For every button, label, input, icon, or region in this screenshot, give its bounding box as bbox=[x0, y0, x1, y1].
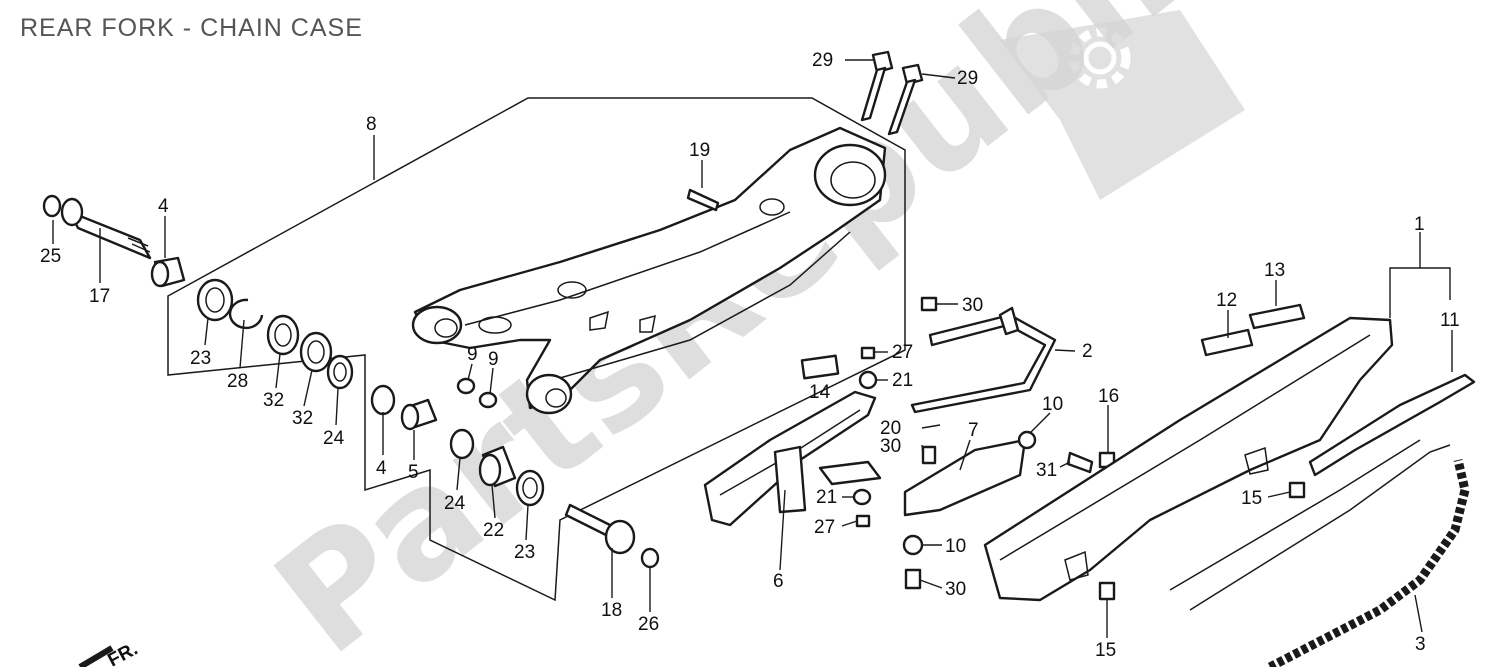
drive-chain bbox=[1169, 439, 1470, 667]
callout-9-left: 9 bbox=[467, 344, 478, 365]
watermark: PartsRepublik bbox=[245, 0, 1287, 667]
seal-lower-right bbox=[515, 469, 545, 507]
callout-28: 28 bbox=[227, 371, 248, 392]
callout-22: 22 bbox=[483, 520, 504, 541]
callout-3: 3 bbox=[1415, 634, 1426, 655]
callout-20: 20 bbox=[880, 418, 901, 439]
bearing-lower bbox=[478, 445, 517, 488]
dust-seal bbox=[196, 278, 234, 322]
callout-13: 13 bbox=[1264, 260, 1285, 281]
callout-14: 14 bbox=[809, 382, 831, 403]
callout-26: 26 bbox=[638, 614, 659, 635]
callout-11: 11 bbox=[1440, 310, 1460, 331]
callout-32-left: 32 bbox=[263, 390, 284, 411]
callout-7: 7 bbox=[968, 420, 979, 441]
callout-labels: 8 4 25 17 23 28 32 32 24 4 5 24 22 23 9 … bbox=[40, 50, 1460, 661]
callout-29-left: 29 bbox=[812, 50, 833, 71]
callout-24-lower: 24 bbox=[444, 493, 466, 514]
callout-5: 5 bbox=[408, 462, 419, 483]
circlip bbox=[228, 298, 264, 330]
callout-23-lower: 23 bbox=[514, 542, 535, 563]
decal-13 bbox=[1248, 303, 1306, 330]
swing-arm-frame bbox=[167, 97, 906, 602]
callout-4: 4 bbox=[158, 196, 169, 217]
callout-4-inner: 4 bbox=[376, 458, 387, 479]
nut-21-lower bbox=[852, 488, 872, 506]
bolt-30-lower bbox=[904, 568, 922, 590]
nut-21-upper bbox=[858, 370, 878, 390]
bolt-upper-right bbox=[887, 63, 924, 136]
bolt-15-lower bbox=[1098, 581, 1116, 601]
callout-10-mid: 10 bbox=[1042, 394, 1063, 415]
callout-25: 25 bbox=[40, 246, 61, 267]
callout-8: 8 bbox=[366, 114, 377, 135]
stud bbox=[686, 188, 720, 212]
callout-2: 2 bbox=[1082, 341, 1093, 362]
decal-14 bbox=[800, 354, 840, 380]
callout-9-right: 9 bbox=[488, 349, 499, 370]
chain-guide bbox=[903, 438, 1027, 517]
front-direction-mark: FR. bbox=[78, 639, 141, 667]
pivot-bolt bbox=[42, 194, 152, 260]
swing-arm bbox=[411, 126, 887, 415]
callout-12: 12 bbox=[1216, 290, 1237, 311]
needle-bearing-left bbox=[266, 314, 300, 356]
page-title: REAR FORK - CHAIN CASE bbox=[20, 14, 363, 42]
callout-30-lower: 30 bbox=[945, 579, 966, 600]
callout-1: 1 bbox=[1414, 214, 1425, 235]
bolt-30-upper bbox=[920, 296, 938, 312]
callout-17: 17 bbox=[89, 286, 110, 307]
callout-24: 24 bbox=[323, 428, 345, 449]
bolt-30-mid bbox=[921, 445, 937, 465]
callout-6: 6 bbox=[773, 571, 784, 592]
callout-30-upper: 30 bbox=[962, 295, 983, 316]
bolt-27-upper bbox=[860, 346, 876, 360]
chain-case bbox=[983, 316, 1394, 602]
washer-left bbox=[456, 377, 476, 395]
callout-27-upper: 27 bbox=[892, 342, 913, 363]
adjuster-bolt bbox=[564, 503, 660, 569]
leader-lines bbox=[52, 59, 1453, 638]
callout-15-lower: 15 bbox=[1095, 640, 1116, 661]
callout-23: 23 bbox=[190, 348, 211, 369]
callout-29-right: 29 bbox=[957, 68, 978, 89]
watermark-gear-icon bbox=[1069, 27, 1131, 89]
chain-slider bbox=[703, 390, 882, 527]
chain-case-slider bbox=[1308, 373, 1476, 477]
decal-12 bbox=[1200, 328, 1254, 357]
collar-inner bbox=[370, 384, 396, 416]
callout-18: 18 bbox=[601, 600, 622, 621]
callout-10-lower: 10 bbox=[945, 536, 966, 557]
callout-16: 16 bbox=[1098, 386, 1119, 407]
nut-10-mid bbox=[1017, 430, 1037, 450]
chain-guide-bracket bbox=[910, 306, 1057, 414]
callout-30-mid: 30 bbox=[880, 436, 901, 457]
callout-27-lower: 27 bbox=[814, 517, 835, 538]
callout-31: 31 bbox=[1036, 460, 1057, 481]
bolt-15-upper bbox=[1288, 481, 1306, 499]
direction-mark-label: FR. bbox=[104, 639, 141, 667]
nut-10-lower bbox=[902, 534, 924, 556]
bushing bbox=[400, 398, 438, 431]
seal-inner bbox=[326, 354, 354, 390]
bolt-27-lower bbox=[855, 514, 871, 528]
collar bbox=[150, 256, 186, 288]
callout-15-upper: 15 bbox=[1241, 488, 1262, 509]
watermark-banner bbox=[1000, 10, 1245, 200]
callout-19: 19 bbox=[689, 140, 710, 161]
callout-21-upper: 21 bbox=[892, 370, 913, 391]
bolt-upper-left bbox=[860, 50, 894, 122]
washer-right bbox=[478, 391, 498, 409]
seal-lower bbox=[449, 428, 475, 460]
callout-21-lower: 21 bbox=[816, 487, 837, 508]
callout-32-right: 32 bbox=[292, 408, 313, 429]
bolt-31 bbox=[1066, 451, 1094, 474]
needle-bearing-right bbox=[299, 331, 333, 373]
